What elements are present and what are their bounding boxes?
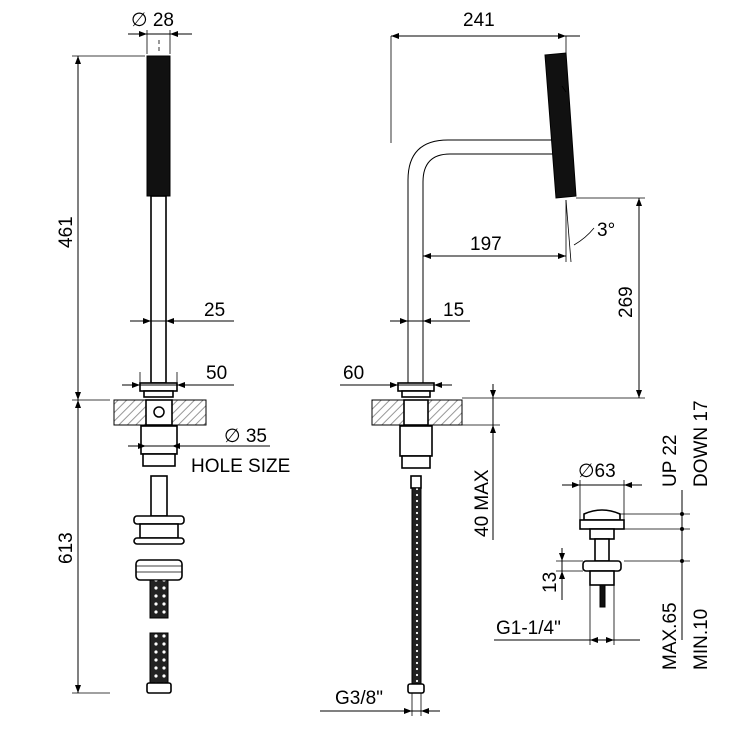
spout-base [397,382,435,392]
spout-hose-fitting [410,475,422,489]
hand-shower-clamp-top [133,515,185,525]
hand-shower-shank-hole [153,406,165,418]
spout-arm-inner [422,153,556,383]
dim-below-deck-length: 613 [56,532,77,564]
spout-head [544,52,577,199]
waste-view: ∅63 UP 22 DOWN 17 13 G1-1/4" MAX.65 MIN.… [494,400,712,670]
spout-nut [399,425,433,457]
dim-spout-tilt: 3° [597,220,615,241]
dim-waste-up: UP 22 [660,435,681,487]
waste-tail [589,570,615,586]
dim-waste-diameter: ∅63 [578,461,616,482]
spout-shank [403,399,429,426]
dim-waste-thread: G1-1/4" [496,618,561,639]
dim-spout-height: 269 [616,286,637,318]
hand-shower-base-plate [143,390,174,398]
dim-waste-nut: 13 [540,572,561,593]
hand-shower-clamp-mid [139,523,179,539]
spout-view: 241 197 3° 269 15 60 40 MAX [320,10,645,716]
deck-left-a [113,399,147,426]
spout-arm-outer [407,139,556,383]
waste-body [589,528,615,540]
waste-nut [582,560,622,572]
waste-body-mid [594,538,610,562]
dim-hole-diameter: ∅ 35 [224,426,267,447]
dim-spout-tube: 15 [443,300,464,321]
deck-mid-b [427,399,463,426]
dim-waste-down: DOWN 17 [691,400,712,487]
hand-shower-hose-upper [149,579,169,619]
spout-base-plate [401,390,431,398]
dim-hand-shower-height: 461 [56,216,77,248]
dim-waste-max: MAX.65 [660,602,681,670]
note-hole-size: HOLE SIZE [191,456,290,477]
deck-left-b [171,399,207,426]
dim-base-width: 50 [206,363,227,384]
dim-spout-base: 60 [343,363,364,384]
spout-hose-nut [407,683,425,694]
spout-nut-ring [401,455,431,469]
hand-shower-clamp-bottom [133,537,185,545]
hand-shower-stem [150,475,168,517]
dim-deck-thickness: 40 MAX [472,469,493,537]
hand-shower-nut [140,425,178,455]
spout-supply-hose [411,487,422,685]
hand-shower-shank [145,399,173,426]
dim-tube-diameter: 25 [204,300,225,321]
waste-pipe [599,584,606,608]
hand-shower-view: ∅ 28 461 613 25 50 ∅ 35 HOLE SIZE [56,10,290,694]
waste-cap [583,509,621,521]
dim-spout-reach-total: 241 [463,10,495,31]
hand-shower-weight [135,559,183,581]
hand-shower-hose-lower [149,632,169,684]
dim-supply-thread: G3/8" [335,688,383,709]
hand-shower-grip [146,55,171,197]
hand-shower-tube [150,195,167,384]
hand-shower-nut-ring [142,453,176,467]
hand-shower-base [139,382,178,392]
dim-waste-min: MIN.10 [691,609,712,670]
waste-flange [579,519,625,530]
dim-hand-shower-diameter: ∅ 28 [131,10,174,31]
deck-mid-a [371,399,405,426]
hand-shower-hose-end [146,682,172,694]
dim-spout-reach-inner: 197 [470,234,502,255]
